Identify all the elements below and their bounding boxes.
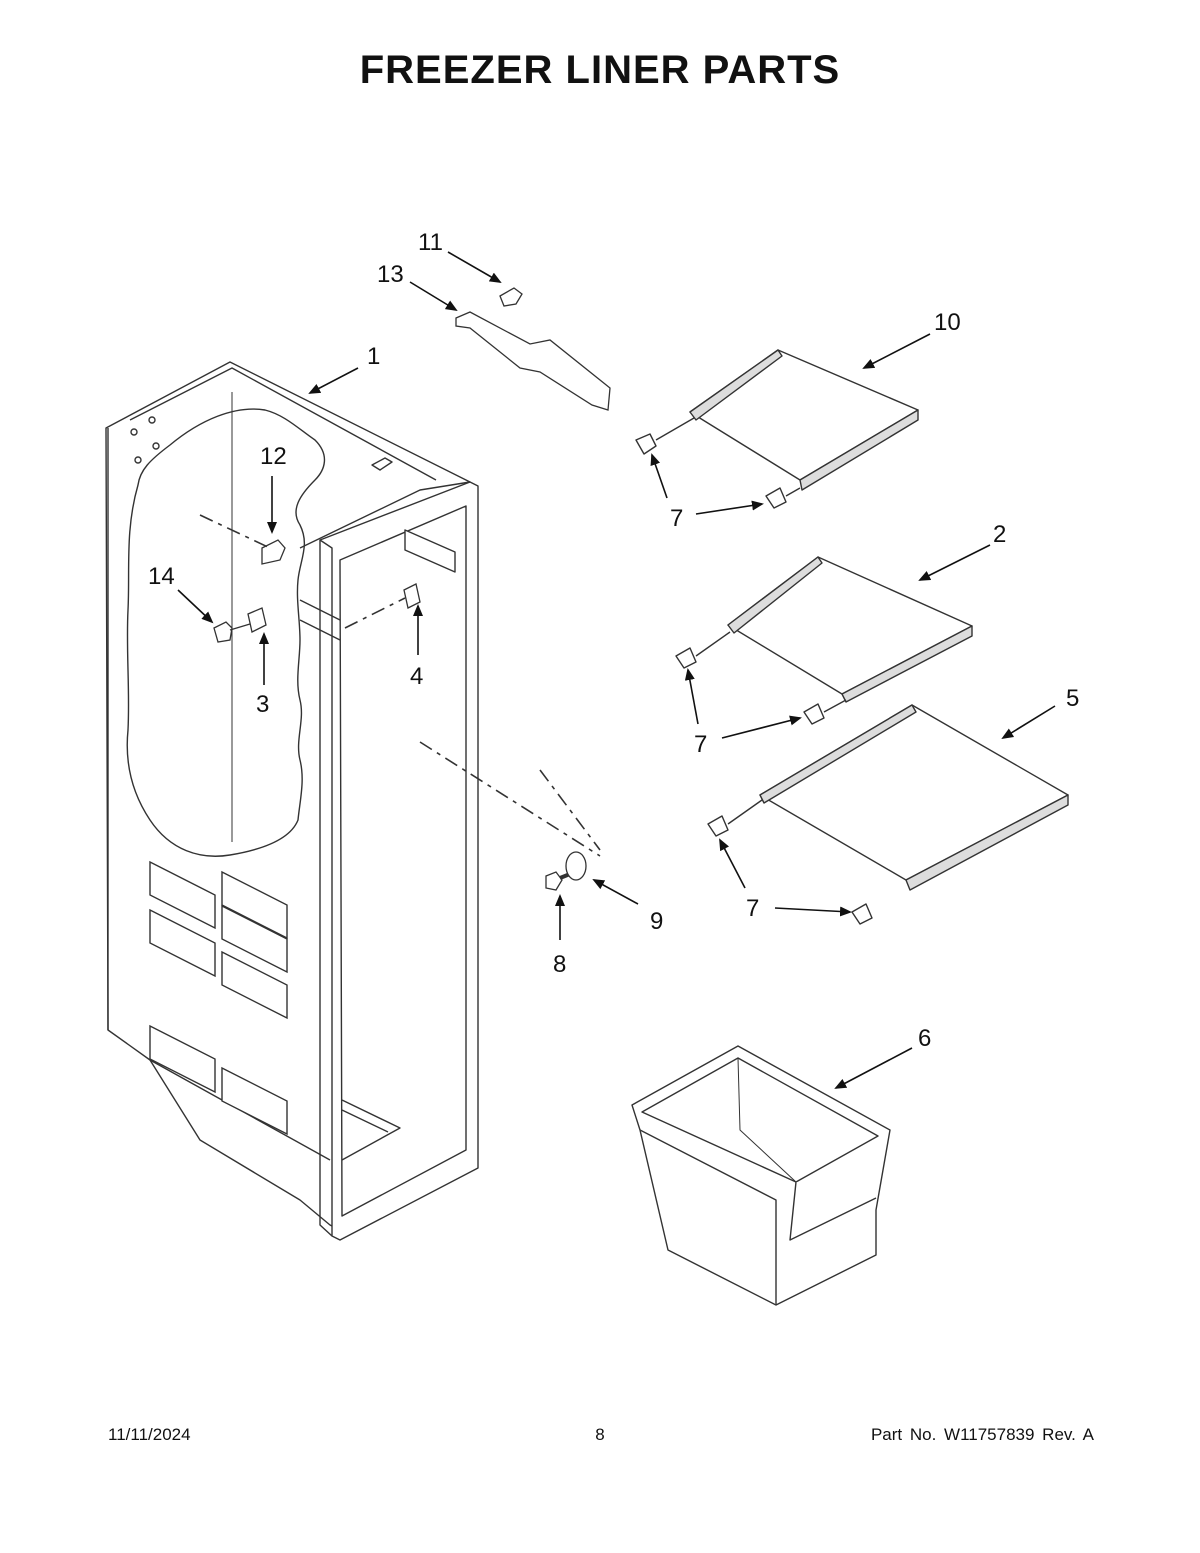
screw-part-8 bbox=[545, 871, 563, 891]
washer-part-9 bbox=[565, 851, 587, 881]
callout-labels: 1 2 3 4 5 6 7 7 7 7 8 9 10 11 12 13 14 bbox=[148, 229, 1079, 1052]
shelf-part-2 bbox=[727, 556, 973, 695]
shelf-part-5 bbox=[759, 704, 1069, 881]
callout-1: 1 bbox=[367, 343, 380, 370]
screw-part-14 bbox=[213, 621, 233, 643]
callout-10: 10 bbox=[934, 309, 961, 336]
callout-9: 9 bbox=[650, 908, 663, 935]
footer-part-number: Part No. W11757839 Rev. A bbox=[870, 1425, 1094, 1444]
callout-6: 6 bbox=[918, 1025, 931, 1052]
footer-page-number: 8 bbox=[595, 1425, 605, 1444]
end-cap-7c bbox=[675, 647, 697, 669]
callout-4: 4 bbox=[410, 663, 423, 690]
shelf-part-10 bbox=[689, 349, 919, 481]
clip-part-12 bbox=[261, 539, 286, 565]
callout-11: 11 bbox=[418, 229, 443, 256]
bracket-part-13 bbox=[455, 311, 611, 411]
callout-13: 13 bbox=[377, 261, 404, 288]
callout-2: 2 bbox=[993, 521, 1006, 548]
callout-3: 3 bbox=[256, 691, 269, 718]
end-cap-7b bbox=[765, 487, 787, 509]
freezer-liner bbox=[105, 361, 479, 1241]
end-cap-7f bbox=[851, 903, 873, 925]
side-wall-panels bbox=[149, 860, 288, 1136]
footer-date: 11/11/2024 bbox=[108, 1425, 191, 1444]
hardware-parts bbox=[213, 287, 611, 891]
end-cap-7a bbox=[635, 433, 657, 455]
screw-part-11 bbox=[499, 287, 523, 307]
bracket-part-3 bbox=[247, 607, 267, 633]
page-title: FREEZER LINER PARTS bbox=[359, 48, 841, 92]
alignment-lines bbox=[199, 514, 601, 857]
callout-7c: 7 bbox=[746, 895, 759, 922]
callout-14: 14 bbox=[148, 563, 175, 590]
callout-5: 5 bbox=[1066, 685, 1079, 712]
callout-7a: 7 bbox=[670, 505, 683, 532]
shelves bbox=[635, 349, 1069, 925]
callout-12: 12 bbox=[260, 443, 287, 470]
freezer-bin-part-6 bbox=[631, 1045, 891, 1306]
callout-8: 8 bbox=[553, 951, 566, 978]
end-cap-7e bbox=[707, 815, 729, 837]
end-cap-7d bbox=[803, 703, 825, 725]
clip-part-4 bbox=[403, 583, 421, 609]
callout-arrows bbox=[177, 251, 1056, 1089]
callout-7b: 7 bbox=[694, 731, 707, 758]
